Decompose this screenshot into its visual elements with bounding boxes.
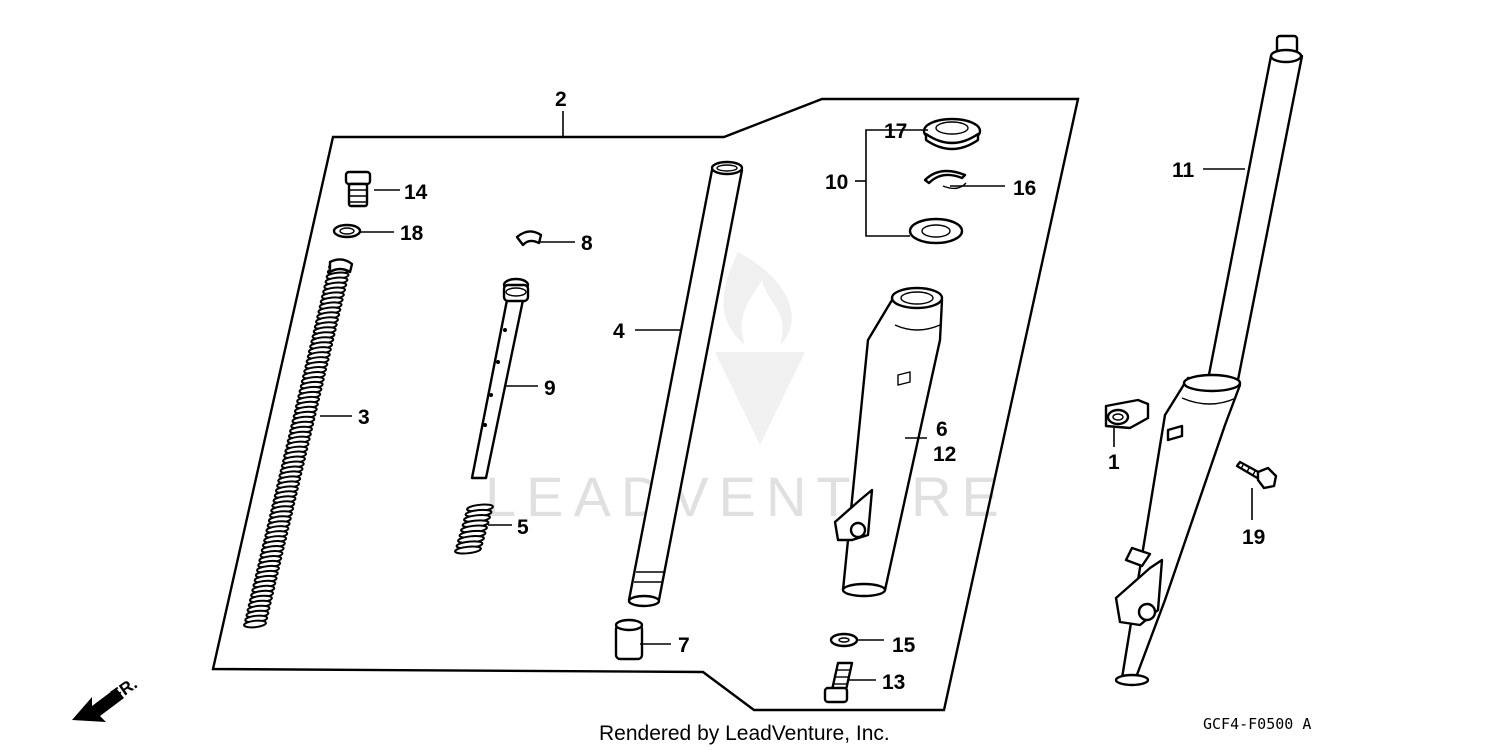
- callout-10: 10: [825, 171, 848, 194]
- fork-spring-part: [243, 261, 352, 629]
- oil-lock-piece-part: [614, 618, 644, 661]
- oil-seal-part: [908, 217, 964, 245]
- diagram-code: GCF4-F0500 A: [1203, 715, 1311, 733]
- callout-8: 8: [581, 232, 593, 255]
- flange-bolt-part: [1235, 460, 1278, 490]
- fork-pipe-part: [627, 160, 744, 608]
- callout-14: 14: [404, 181, 428, 204]
- credit-text: Rendered by LeadVenture, Inc.: [599, 722, 890, 745]
- piston-ring-part: [515, 230, 543, 247]
- assembly-outline: [211, 97, 1080, 712]
- callout-13: 13: [882, 671, 905, 694]
- callout-17: 17: [884, 120, 907, 143]
- callout-16: 16: [1013, 177, 1036, 200]
- callout-5: 5: [517, 516, 529, 539]
- damper-rod-part: [470, 277, 530, 480]
- callout-19: 19: [1242, 526, 1265, 549]
- leader-lines: [320, 168, 1253, 681]
- dust-seal-part: [922, 117, 982, 151]
- callout-18: 18: [400, 222, 424, 245]
- callout-labels: 2 14 18 3 8 9 5 4 7 17 10 16 6 12 15 13 …: [358, 88, 1265, 694]
- callout-11: 11: [1172, 159, 1195, 182]
- callout-3: 3: [358, 406, 370, 429]
- oil-seal-clip-part: [923, 169, 967, 185]
- drain-washer-part: [829, 632, 859, 648]
- callout-12: 12: [933, 443, 956, 466]
- callout-1: 1: [1108, 451, 1120, 474]
- fork-bolt-part: [344, 170, 372, 208]
- watermark-logo: [715, 252, 805, 445]
- watermark-text: LEADVENTURE: [485, 465, 1009, 528]
- callout-4: 4: [613, 320, 625, 343]
- socket-bolt-part: [823, 661, 854, 704]
- front-direction-marker: FR.: [72, 674, 141, 722]
- arrow-left-icon: [72, 688, 124, 722]
- front-fork-assembly-part: [1114, 34, 1304, 687]
- callout-6: 6: [936, 418, 948, 441]
- fork-bottom-case-part: [833, 286, 944, 598]
- callout-7: 7: [678, 634, 690, 657]
- callout-15: 15: [892, 634, 916, 657]
- callout-9: 9: [544, 377, 556, 400]
- rebound-spring-part: [454, 503, 494, 555]
- brake-hose-clamp-part: [1104, 398, 1150, 430]
- callout-2: 2: [555, 88, 567, 111]
- o-ring-part: [332, 223, 362, 239]
